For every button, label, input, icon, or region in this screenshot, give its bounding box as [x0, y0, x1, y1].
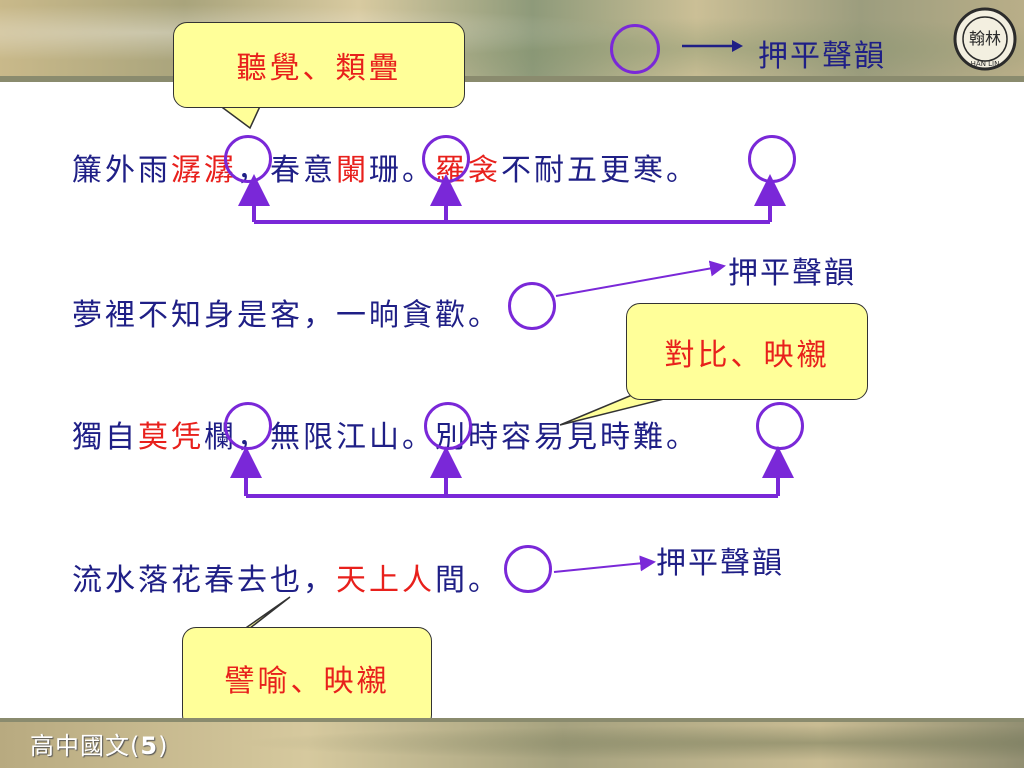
- rhyme-ring: [748, 135, 796, 183]
- rhyme-label-line2: 押平聲韻: [728, 256, 856, 291]
- rhyme-ring: [508, 282, 556, 330]
- callout-top-text: 聽覺、類疊: [173, 22, 465, 108]
- poem-line-2: 夢裡不知身是客，一晌貪歡。: [72, 290, 501, 334]
- poem-line-1: 簾外雨潺潺，春意闌珊。羅衾不耐五更寒。: [72, 145, 699, 189]
- callout-bottom-text: 譬喻、映襯: [182, 627, 432, 729]
- line1-segment: 珊。: [369, 153, 435, 188]
- poem-line-4: 流水落花春去也，天上人間。: [72, 555, 501, 599]
- line2-text: 夢裡不知身是客，一晌貪歡。: [72, 298, 501, 333]
- callout-middle-text: 對比、映襯: [626, 303, 868, 400]
- footer-text: 高中國文(: [30, 732, 141, 760]
- line4-highlight: 天上人: [336, 563, 435, 598]
- footer-number: 5: [140, 732, 159, 760]
- rhyme-ring: [422, 135, 470, 183]
- bracket-line-3: [230, 446, 794, 498]
- legend-circle: [610, 24, 660, 74]
- line1-highlight: 潺潺: [171, 153, 237, 188]
- bracket-line-1: [238, 174, 786, 224]
- rhyme-ring: [756, 402, 804, 450]
- top-banner: [0, 0, 1024, 82]
- logo-text: 翰林: [969, 29, 1001, 48]
- rhyme-ring: [224, 135, 272, 183]
- rhyme-ring: [504, 545, 552, 593]
- legend-label: 押平聲韻: [758, 39, 886, 74]
- footer-course-title: 高中國文(5): [30, 726, 168, 761]
- line1-segment: 不耐五更寒。: [501, 153, 699, 188]
- line3-segment: 獨自: [72, 420, 138, 455]
- arrow-line-2: [555, 260, 726, 297]
- line1-highlight: 闌: [336, 153, 369, 188]
- rhyme-ring: [224, 402, 272, 450]
- line3-highlight: 莫凭: [138, 420, 204, 455]
- legend-arrow-icon: [682, 40, 743, 52]
- line1-segment: 簾外雨: [72, 153, 171, 188]
- hanlin-logo: 翰林 HAN LIN: [953, 7, 1017, 71]
- line4-segment: 間。: [435, 563, 501, 598]
- footer-close: ): [158, 732, 169, 760]
- rhyme-ring: [424, 402, 472, 450]
- logo-subtitle: HAN LIN: [971, 60, 1000, 68]
- rhyme-label-line4: 押平聲韻: [656, 546, 784, 581]
- bottom-banner: [0, 718, 1024, 768]
- line4-segment: 流水落花春去也，: [72, 563, 336, 598]
- poem-line-3: 獨自莫凭欄，無限江山。別時容易見時難。: [72, 412, 699, 456]
- arrow-line-4: [553, 555, 656, 573]
